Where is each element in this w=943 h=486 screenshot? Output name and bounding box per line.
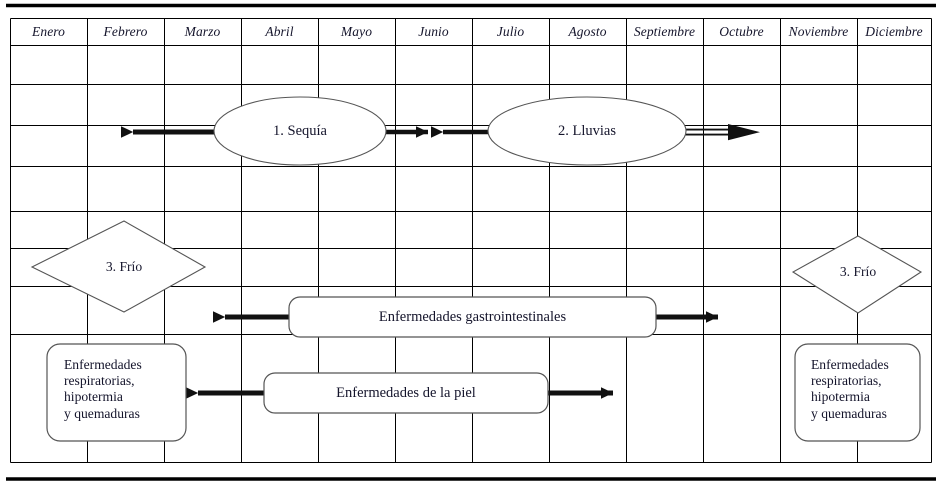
month-header-octubre: Octubre — [719, 24, 764, 39]
month-header-diciembre: Diciembre — [865, 24, 923, 39]
month-header-enero: Enero — [32, 24, 65, 39]
node-respiratorias-derecha-shape[interactable] — [794, 343, 921, 442]
month-header-julio: Julio — [496, 24, 525, 39]
node-sequia-shape[interactable] — [213, 96, 387, 166]
month-header-marzo: Marzo — [184, 24, 221, 39]
node-gastrointestinales-shape[interactable] — [288, 296, 657, 338]
arrow-lluvias-right — [685, 124, 760, 141]
node-frio-izquierda-shape[interactable] — [30, 220, 207, 313]
node-frio-derecha-shape[interactable] — [791, 235, 923, 314]
month-header-noviembre: Noviembre — [788, 24, 849, 39]
node-lluvias-shape[interactable] — [487, 96, 687, 166]
node-piel-shape[interactable] — [263, 372, 549, 414]
month-header-mayo: Mayo — [340, 24, 373, 39]
node-respiratorias-izquierda-shape[interactable] — [46, 343, 187, 442]
month-header-septiembre: Septiembre — [633, 24, 696, 39]
month-header-agosto: Agosto — [568, 24, 607, 39]
month-header-abril: Abril — [265, 24, 294, 39]
frame-rules — [6, 3, 936, 481]
month-header-febrero: Febrero — [103, 24, 148, 39]
month-header-junio: Junio — [418, 24, 449, 39]
